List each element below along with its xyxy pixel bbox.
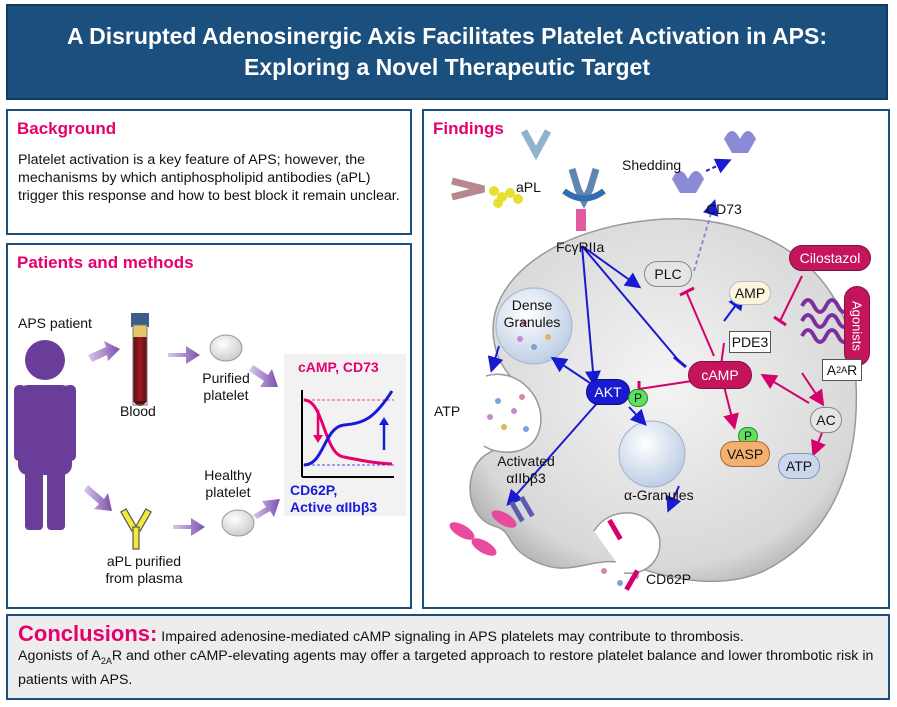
- shedding-label: Shedding: [622, 157, 682, 173]
- result-graph: [284, 354, 406, 516]
- background-box: Background Platelet activation is a key …: [6, 109, 412, 235]
- methods-box: Patients and methods: [6, 243, 412, 609]
- background-text: Platelet activation is a key feature of …: [18, 152, 400, 204]
- graph-bottom-label: CD62P,Active αIIbβ3: [290, 482, 378, 515]
- vasp-node: VASP: [720, 441, 770, 467]
- pde3-node: PDE3: [729, 331, 771, 353]
- cd62p-label: CD62P: [646, 571, 692, 587]
- atp-right-node: ATP: [778, 453, 820, 479]
- agonists-node: Agonists: [844, 286, 870, 366]
- a2ar-receptor-icon: [800, 298, 852, 344]
- conclusions-title: Conclusions:: [18, 621, 158, 646]
- methods-title: Patients and methods: [17, 253, 194, 272]
- apl-label: aPL: [516, 179, 541, 195]
- findings-title: Findings: [433, 119, 504, 138]
- findings-box: Findings: [422, 109, 890, 609]
- akt-node: AKT: [586, 379, 630, 405]
- camp-node: cAMP: [688, 361, 752, 389]
- header-banner: A Disrupted Adenosinergic Axis Facilitat…: [6, 4, 888, 100]
- title-line-2: Exploring a Novel Therapeutic Target: [244, 54, 650, 80]
- plc-node: PLC: [644, 261, 692, 287]
- conclusions-line-1: Impaired adenosine-mediated cAMP signali…: [161, 629, 744, 645]
- amp-node: AMP: [729, 281, 771, 305]
- conclusions-text: Conclusions: Impaired adenosine-mediated…: [18, 621, 878, 690]
- healthy-platelet-icon: [221, 509, 255, 537]
- title-line-1: A Disrupted Adenosinergic Axis Facilitat…: [66, 23, 828, 49]
- person-icon: [14, 340, 76, 530]
- flow-arrows: [84, 341, 280, 536]
- alpha-granule-icon: [618, 420, 686, 488]
- cd62p-pocket: [593, 512, 661, 574]
- conclusions-line-2-pre: Agonists of A: [18, 648, 101, 664]
- alpha-granules-label: α-Granules: [624, 487, 694, 503]
- atp-left-label: ATP: [434, 403, 461, 419]
- conclusions-box: Conclusions: Impaired adenosine-mediated…: [6, 614, 890, 700]
- activated-integrin-icon: [449, 495, 535, 556]
- methods-graphics: [14, 313, 406, 550]
- cd73-label: CD73: [706, 201, 742, 217]
- dense-granule-icon: [495, 287, 573, 365]
- blood-tube-icon: [131, 313, 149, 406]
- cilostazol-node: Cilostazol: [789, 245, 871, 271]
- cd73-icon: [672, 131, 756, 193]
- fcgr-receptor-icon: [576, 209, 586, 231]
- graph-top-label: cAMP, CD73: [298, 359, 379, 375]
- conclusions-line-2-post: R and other cAMP-elevating agents may of…: [18, 648, 874, 688]
- aps-patient-label: APS patient: [18, 315, 92, 331]
- cd62p-icon: [607, 518, 640, 591]
- findings-graphics: [449, 129, 858, 591]
- akt-phospho-badge: P: [628, 389, 648, 407]
- blood-label: Blood: [120, 403, 156, 419]
- apl-antibody-icon: [451, 129, 606, 209]
- antibody-icon: [120, 508, 152, 550]
- conclusions-line-2-sub: 2A: [100, 655, 112, 666]
- background-title: Background: [17, 119, 117, 138]
- purified-platelet-icon: [209, 334, 243, 362]
- fcgr-label: FcγRIIa: [556, 239, 605, 255]
- ac-node: AC: [810, 407, 842, 433]
